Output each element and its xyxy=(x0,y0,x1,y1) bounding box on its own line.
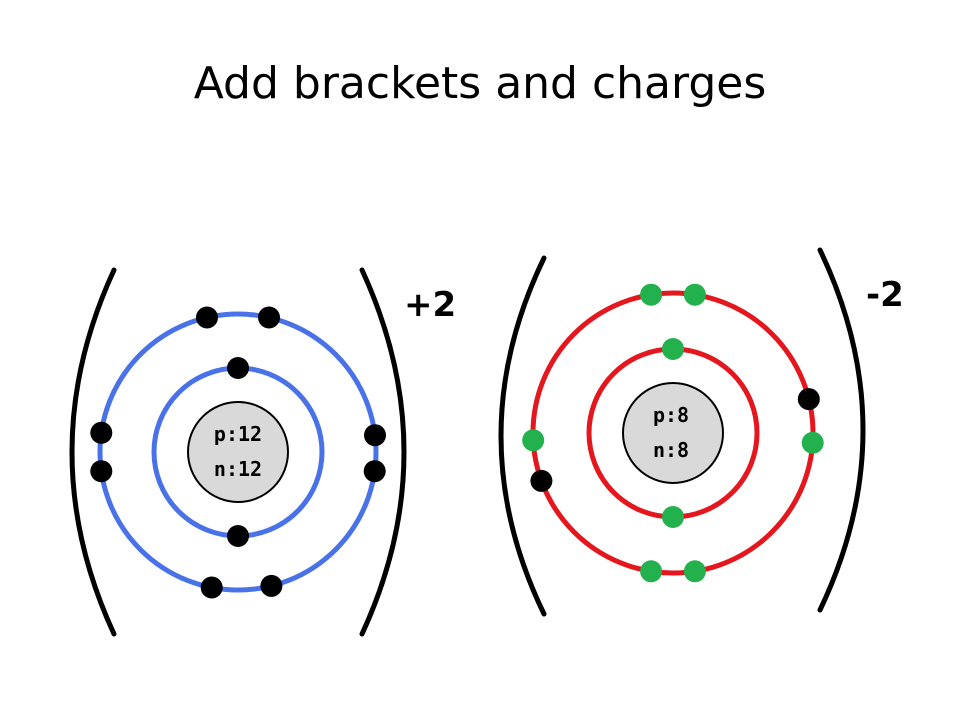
electron-shell2-3 xyxy=(797,388,820,411)
electron-shell2-8 xyxy=(530,469,553,492)
electron-shell2-6 xyxy=(640,560,663,583)
electron-shell1-2 xyxy=(662,506,684,528)
electron-shell2-2 xyxy=(683,283,706,306)
right-bracket xyxy=(359,267,407,637)
electron-shell2-8 xyxy=(90,421,113,444)
outer-shell xyxy=(97,311,379,593)
electrons xyxy=(522,283,824,583)
protons-label: p:12 xyxy=(214,422,262,446)
electron-shell2-1 xyxy=(640,283,663,306)
electron-shell2-1 xyxy=(196,306,218,329)
electrons xyxy=(90,306,386,599)
slide-title: Add brackets and charges xyxy=(193,58,767,109)
electron-shell2-4 xyxy=(364,424,386,447)
atom-magnesium-ion: p:12 n:12 +2 xyxy=(69,267,456,637)
right-bracket xyxy=(817,247,866,613)
atom-oxide-ion: p:8 n:8 -2 xyxy=(498,247,904,617)
electron-shell1-1 xyxy=(662,338,684,360)
electron-shell1-1 xyxy=(227,357,249,379)
electron-shell2-6 xyxy=(200,576,223,599)
electron-shell2-2 xyxy=(258,306,280,329)
nucleus xyxy=(187,401,289,503)
left-bracket xyxy=(69,267,117,637)
left-bracket xyxy=(498,255,547,617)
electron-shell2-5 xyxy=(683,560,706,583)
electron-shell2-7 xyxy=(90,460,113,483)
electron-shell2-3 xyxy=(363,460,386,483)
nucleus xyxy=(622,382,724,484)
neutrons-label: n:8 xyxy=(653,438,689,462)
neutrons-label: n:12 xyxy=(214,457,262,481)
electron-shell2-7 xyxy=(522,429,545,452)
electron-shell2-4 xyxy=(801,431,824,454)
charge-label: -2 xyxy=(866,275,904,315)
protons-label: p:8 xyxy=(653,403,689,427)
charge-label: +2 xyxy=(404,285,456,325)
electron-shell1-2 xyxy=(227,525,249,547)
electron-shell2-5 xyxy=(260,574,283,597)
